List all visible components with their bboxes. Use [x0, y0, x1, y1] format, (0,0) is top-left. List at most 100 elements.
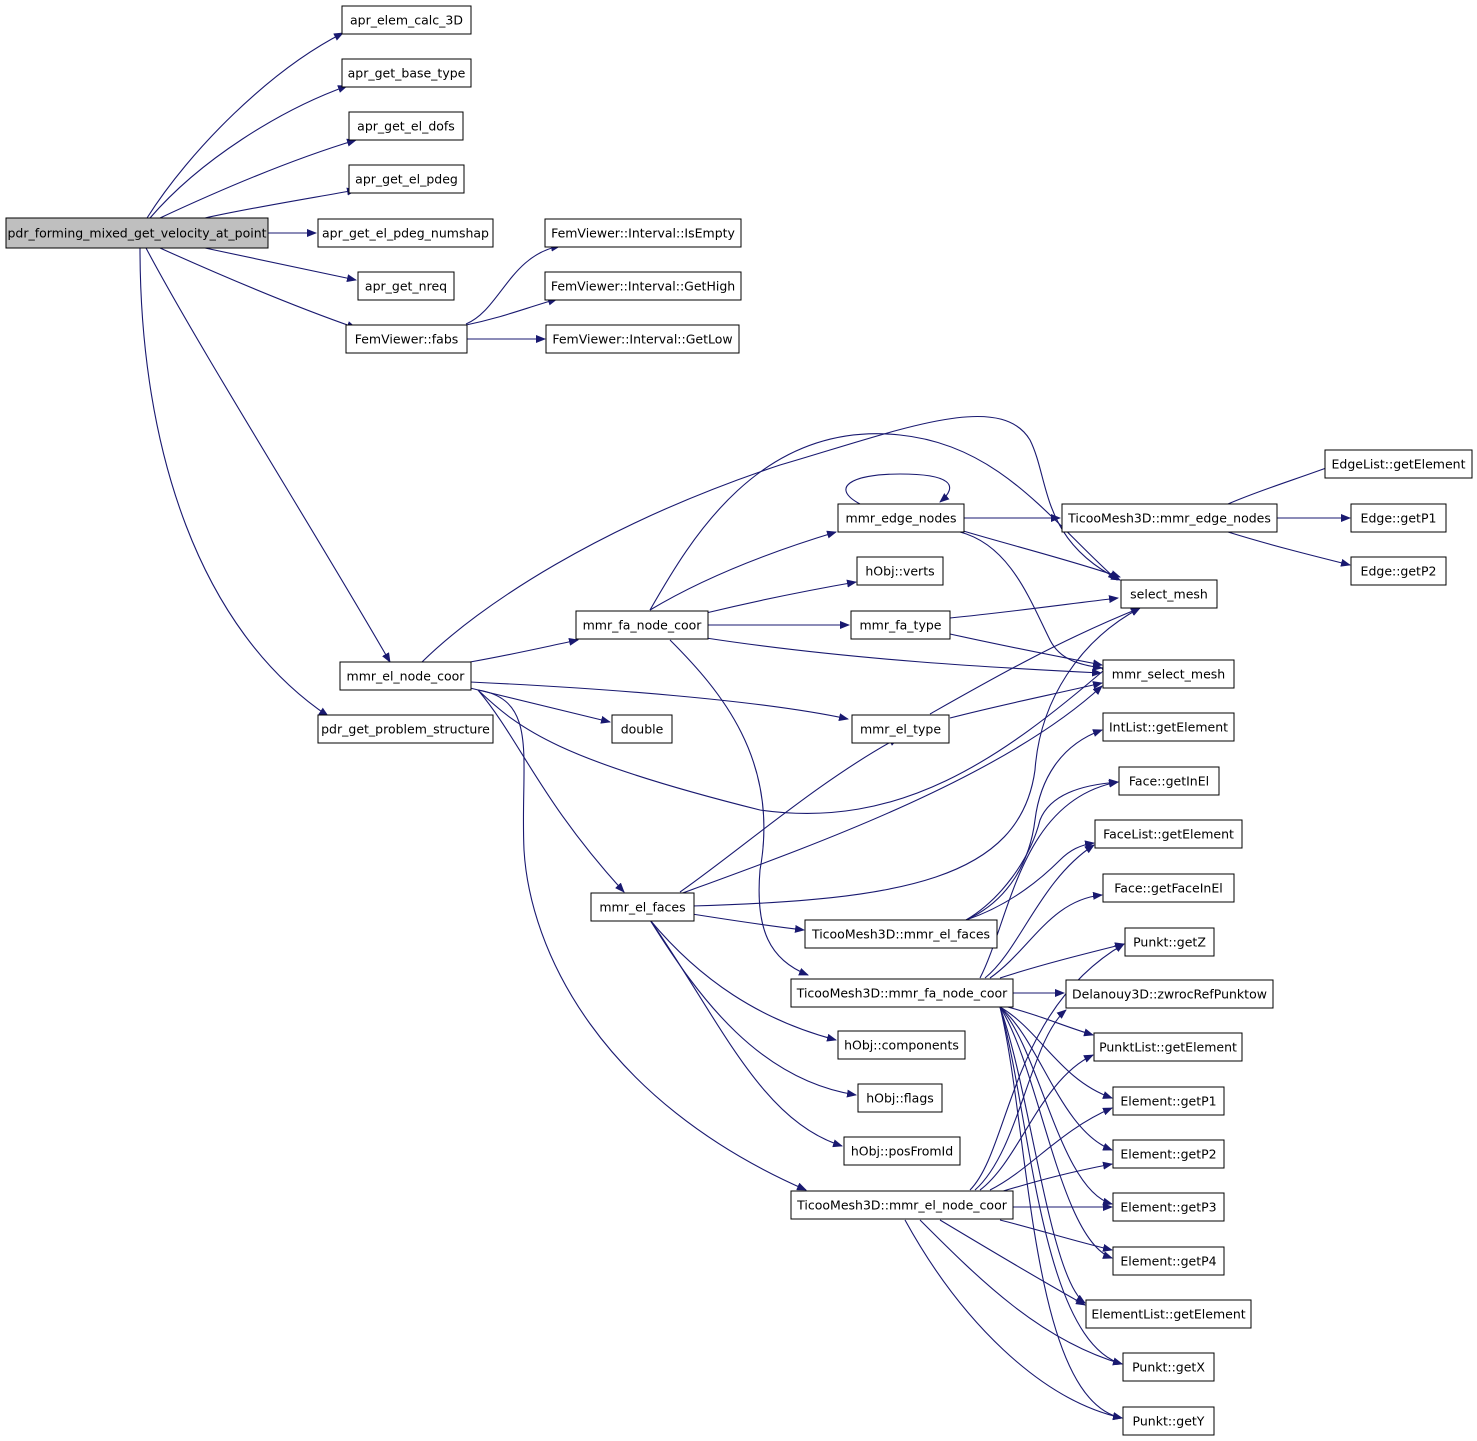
node-label: ElementList::getElement — [1091, 1307, 1245, 1322]
node-hobj-verts[interactable]: hObj::verts — [856, 556, 944, 586]
node-box — [341, 5, 472, 35]
edge — [959, 531, 1103, 671]
edge — [679, 737, 899, 893]
node-mmr-el-node-coor[interactable]: mmr_el_node_coor — [339, 661, 472, 691]
edge — [649, 530, 837, 611]
node-label: apr_get_el_dofs — [357, 119, 455, 134]
node-label: Edge::getP1 — [1361, 511, 1437, 526]
node-hobj-comp[interactable]: hObj::components — [837, 1030, 966, 1060]
node-intlist[interactable]: IntList::getElement — [1102, 712, 1235, 742]
node-gethigh[interactable]: FemViewer::Interval::GetHigh — [544, 271, 742, 301]
node-mmr-fa-type[interactable]: mmr_fa_type — [850, 610, 951, 640]
node-box — [317, 714, 494, 744]
node-getlow[interactable]: FemViewer::Interval::GetLow — [545, 324, 740, 354]
edge — [159, 247, 357, 329]
node-edgelist[interactable]: EdgeList::getElement — [1324, 449, 1473, 479]
node-apr-pdeg[interactable]: apr_get_el_pdeg — [348, 164, 465, 194]
edge — [705, 579, 857, 614]
node-box — [1350, 556, 1447, 586]
node-punkt-y[interactable]: Punkt::getY — [1122, 1406, 1215, 1436]
node-box — [1102, 873, 1235, 903]
edge — [965, 840, 1095, 921]
node-elementlist[interactable]: ElementList::getElement — [1085, 1299, 1252, 1329]
node-mmr-fa-node-coor[interactable]: mmr_fa_node_coor — [575, 610, 709, 640]
node-mmr-select-mesh[interactable]: mmr_select_mesh — [1102, 659, 1235, 689]
edge — [999, 1006, 1086, 1304]
edge — [999, 1006, 1123, 1366]
node-label: mmr_fa_type — [860, 618, 942, 633]
node-t-el-faces[interactable]: TicooMesh3D::mmr_el_faces — [804, 919, 998, 949]
node-label: apr_get_nreq — [365, 279, 447, 294]
node-box — [1122, 1406, 1215, 1436]
edge — [949, 633, 1103, 668]
edge — [649, 919, 837, 1042]
node-apr-base[interactable]: apr_get_base_type — [341, 58, 472, 88]
node-isempty[interactable]: FemViewer::Interval::IsEmpty — [544, 218, 742, 248]
node-punktlist[interactable]: PunktList::getElement — [1093, 1032, 1243, 1062]
node-label: FaceList::getElement — [1103, 827, 1234, 842]
node-label: mmr_el_faces — [599, 900, 685, 915]
node-box — [790, 978, 1014, 1008]
node-root[interactable]: pdr_forming_mixed_get_velocity_at_point — [5, 217, 269, 249]
node-hobj-flags[interactable]: hObj::flags — [857, 1083, 943, 1113]
edge — [999, 1004, 1094, 1037]
node-t-fa-node[interactable]: TicooMesh3D::mmr_fa_node_coor — [790, 978, 1014, 1008]
edge — [469, 681, 849, 722]
node-punkt-z[interactable]: Punkt::getZ — [1124, 927, 1215, 957]
node-box — [1112, 1246, 1225, 1276]
node-box — [790, 1190, 1014, 1220]
node-box — [843, 1136, 961, 1166]
node-label: TicooMesh3D::mmr_el_node_coor — [796, 1198, 1008, 1213]
node-el-p1[interactable]: Element::getP1 — [1112, 1086, 1225, 1116]
node-face-getfaceinel[interactable]: Face::getFaceInEl — [1102, 873, 1235, 903]
node-edge-p1[interactable]: Edge::getP1 — [1350, 503, 1447, 533]
node-t-el-node[interactable]: TicooMesh3D::mmr_el_node_coor — [790, 1190, 1014, 1220]
node-label: mmr_el_type — [860, 722, 941, 737]
node-label: hObj::components — [844, 1038, 959, 1053]
edge — [477, 689, 807, 1191]
node-box — [341, 58, 472, 88]
node-label: apr_get_el_pdeg — [355, 172, 458, 187]
edge — [477, 664, 1111, 814]
node-label: Punkt::getZ — [1133, 935, 1206, 950]
edge — [939, 1219, 1086, 1306]
node-facelist[interactable]: FaceList::getElement — [1094, 819, 1243, 849]
node-fabs[interactable]: FemViewer::fabs — [345, 324, 468, 354]
edge — [669, 639, 809, 976]
node-box — [348, 111, 464, 141]
node-box — [545, 324, 740, 354]
node-select-mesh[interactable]: select_mesh — [1120, 579, 1218, 609]
node-mmr-el-faces[interactable]: mmr_el_faces — [590, 892, 695, 922]
edge — [204, 247, 357, 283]
node-face-getinel[interactable]: Face::getInEl — [1118, 766, 1220, 796]
node-apr-elem[interactable]: apr_elem_calc_3D — [341, 5, 472, 35]
node-box — [851, 714, 950, 744]
node-pdr-prob[interactable]: pdr_get_problem_structure — [317, 714, 494, 744]
edge — [465, 297, 558, 326]
node-delanouy[interactable]: Delanouy3D::zwrocRefPunktow — [1065, 979, 1274, 1009]
node-el-p2[interactable]: Element::getP2 — [1112, 1139, 1225, 1169]
node-t-edge-nodes[interactable]: TicooMesh3D::mmr_edge_nodes — [1061, 503, 1278, 533]
node-double[interactable]: double — [611, 714, 673, 744]
edge — [149, 85, 348, 219]
node-mmr-el-type[interactable]: mmr_el_type — [851, 714, 950, 744]
node-punkt-x[interactable]: Punkt::getX — [1122, 1352, 1215, 1382]
node-box — [1350, 503, 1447, 533]
node-label: hObj::flags — [866, 1091, 934, 1106]
node-apr-numshap[interactable]: apr_get_el_pdeg_numshap — [317, 218, 494, 248]
node-box — [348, 164, 465, 194]
node-box — [837, 1030, 966, 1060]
node-apr-dofs[interactable]: apr_get_el_dofs — [348, 111, 464, 141]
node-apr-nreq[interactable]: apr_get_nreq — [357, 271, 455, 301]
node-edge-p2[interactable]: Edge::getP2 — [1350, 556, 1447, 586]
edge — [969, 943, 1125, 1191]
node-hobj-pos[interactable]: hObj::posFromId — [843, 1136, 961, 1166]
node-el-p3[interactable]: Element::getP3 — [1112, 1192, 1225, 1222]
edge — [477, 689, 625, 893]
node-mmr-edge-nodes[interactable]: mmr_edge_nodes — [837, 503, 965, 533]
edge — [691, 913, 805, 933]
node-box — [804, 919, 998, 949]
node-label: mmr_select_mesh — [1112, 667, 1225, 682]
node-box — [339, 661, 472, 691]
node-el-p4[interactable]: Element::getP4 — [1112, 1246, 1225, 1276]
